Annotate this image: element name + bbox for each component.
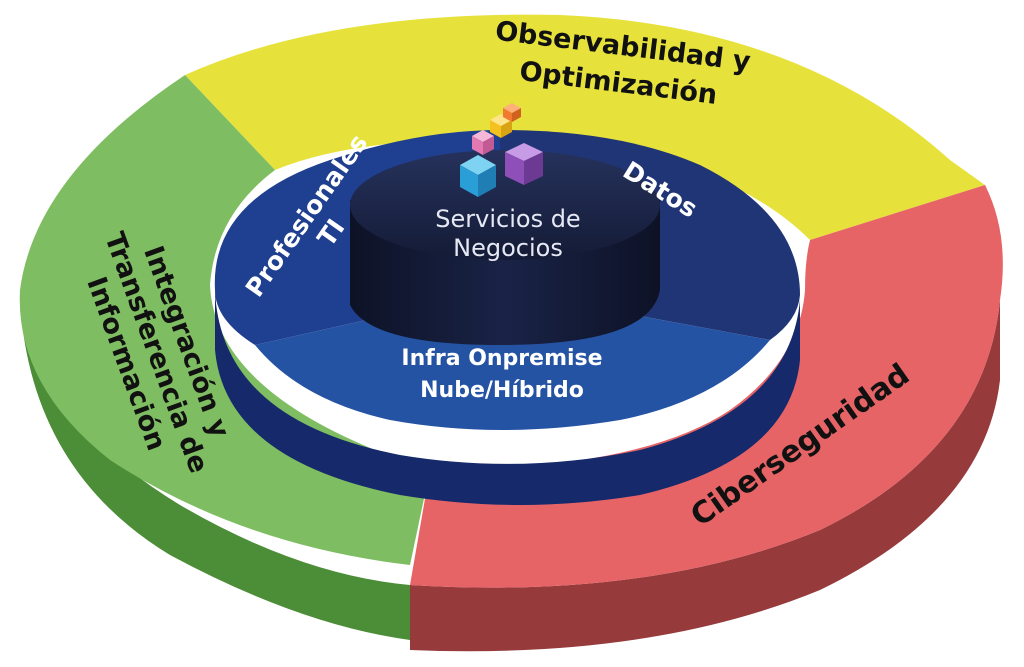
cube-icon-cyan xyxy=(460,155,496,197)
label-infrastructure: Infra Onpremise Nube/Híbrido xyxy=(401,346,602,403)
core-cylinder xyxy=(350,150,660,345)
label-core: Servicios de Negocios xyxy=(435,205,580,262)
cube-icon-purple xyxy=(505,143,543,185)
cube-icon-pink xyxy=(472,130,494,155)
outer-ring-walls xyxy=(20,300,1000,652)
label-infrastructure-line1: Infra Onpremise xyxy=(401,346,602,371)
label-core-line2: Negocios xyxy=(453,234,563,262)
cubes-icon xyxy=(460,103,543,197)
segment-observability xyxy=(185,14,985,241)
label-core-line1: Servicios de xyxy=(435,205,580,233)
label-infrastructure-line2: Nube/Híbrido xyxy=(420,378,584,403)
inner-ring-walls xyxy=(215,290,800,505)
cube-icon-orange xyxy=(503,103,521,122)
